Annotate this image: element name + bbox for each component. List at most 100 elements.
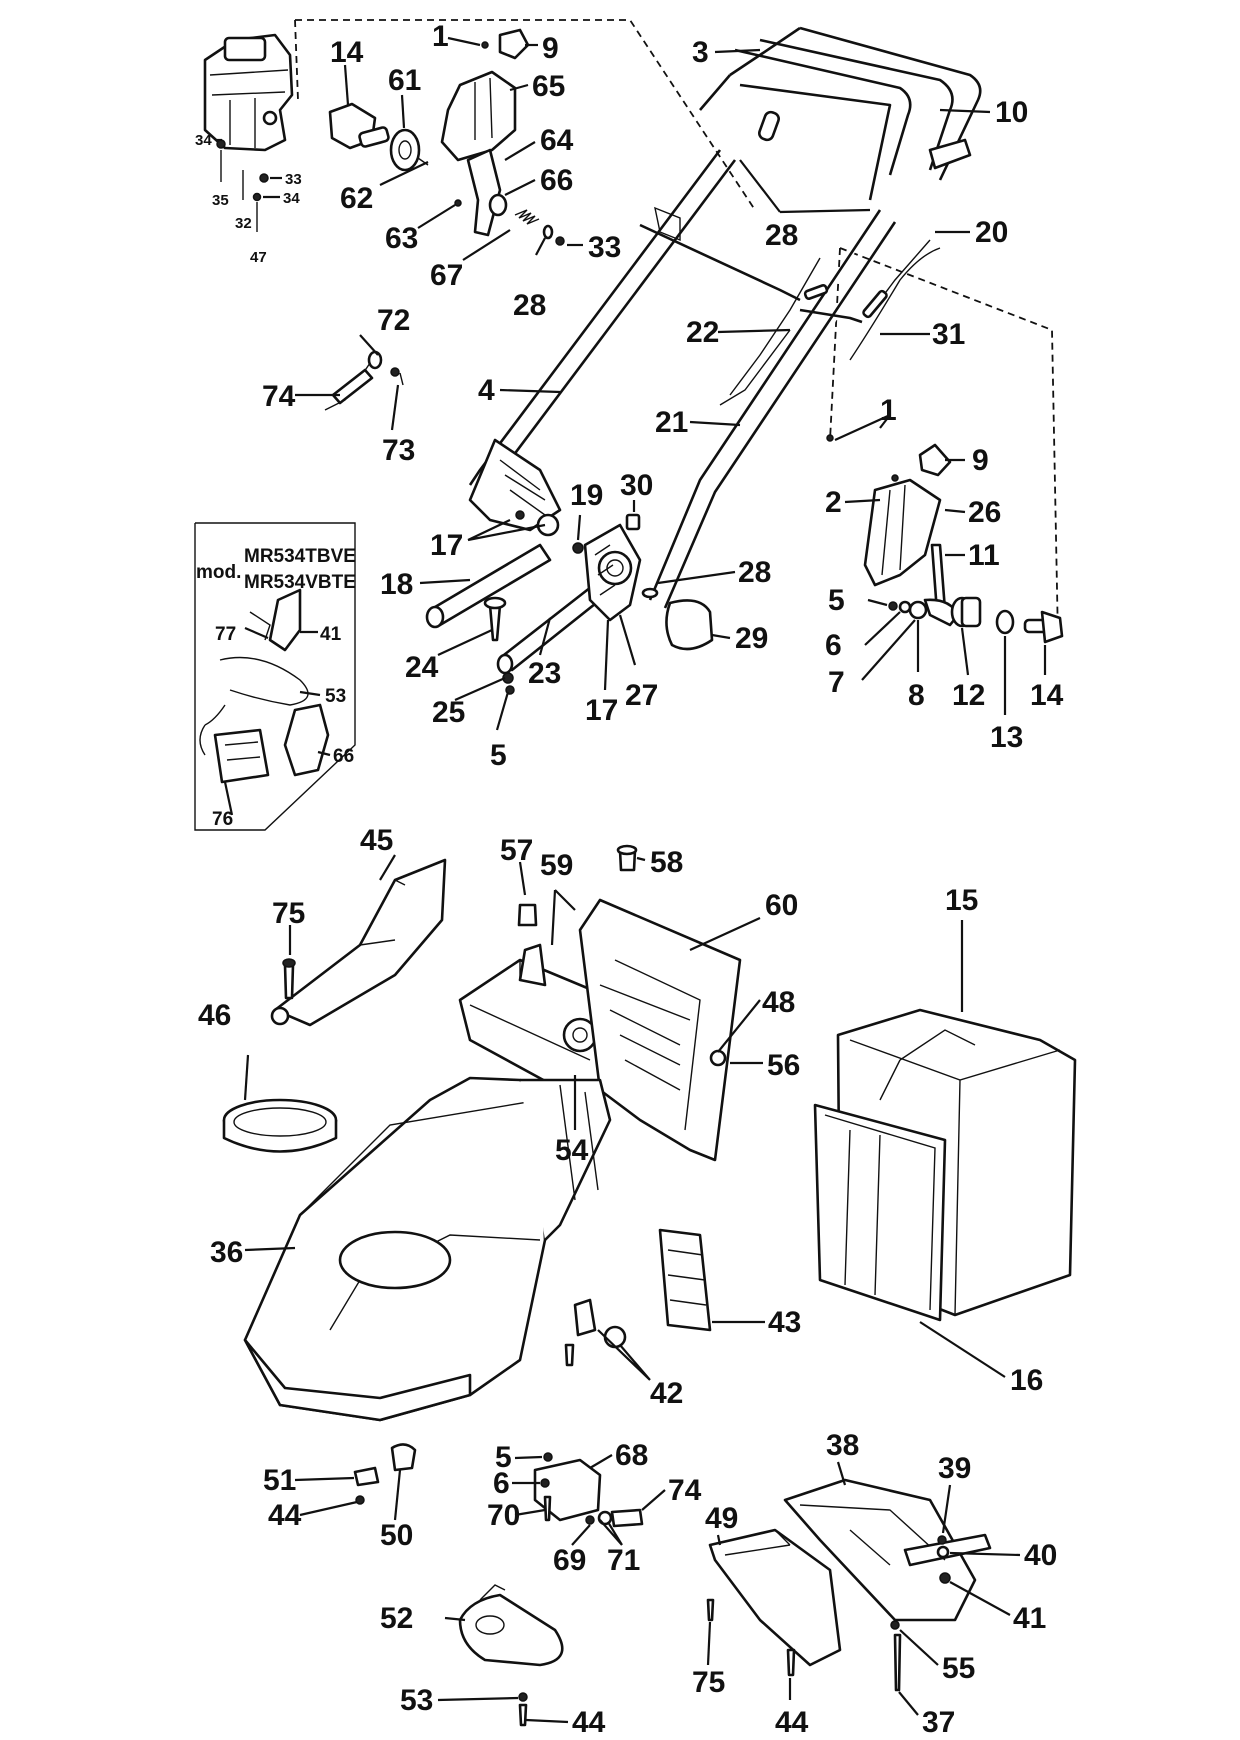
- part-label: 38: [826, 1429, 859, 1462]
- part-label: 33: [285, 171, 302, 188]
- part-label: 2: [825, 486, 842, 519]
- engine: [203, 33, 294, 152]
- misc-fasteners: [483, 542, 659, 695]
- part-label: 11: [968, 539, 1000, 572]
- part-label: 36: [210, 1236, 243, 1269]
- lower-left-bracket: [468, 438, 562, 537]
- part-label: 25: [432, 696, 465, 729]
- part-label: 61: [388, 64, 421, 97]
- inset-model-label: mod. MR534TBVE MR534VBTE: [196, 546, 356, 593]
- part-label: 23: [528, 657, 561, 690]
- part-label: 63: [385, 222, 418, 255]
- part-58-bolt: [616, 844, 638, 872]
- part-14-upper: [328, 102, 390, 150]
- inset-parts: [199, 588, 330, 784]
- part-label: 40: [1024, 1539, 1057, 1572]
- part-45-chute: [270, 858, 447, 1027]
- part-label: 24: [405, 651, 439, 684]
- part-label: 49: [705, 1502, 738, 1535]
- part-label: 5: [490, 739, 507, 772]
- part-label: 17: [430, 529, 463, 562]
- part-label: 48: [762, 986, 795, 1019]
- part-label: 34: [283, 190, 300, 207]
- part-51-clip: [353, 1466, 380, 1505]
- part-label: 31: [932, 318, 965, 351]
- part-label: 13: [990, 721, 1023, 754]
- inset-model-2: MR534VBTE: [244, 572, 356, 593]
- part-label: 34: [195, 132, 212, 149]
- part-label: 53: [400, 1684, 433, 1717]
- part-29-pad: [665, 599, 714, 651]
- cables: [719, 239, 941, 406]
- part-label: 35: [212, 192, 229, 209]
- part-26-lever-housing: [863, 478, 942, 587]
- part-label: 55: [942, 1652, 975, 1685]
- lower-right-bracket: [583, 523, 642, 622]
- inset-model-1: MR534TBVE: [244, 546, 356, 567]
- part-label: 67: [430, 259, 463, 292]
- part-68-bracket: [533, 1458, 602, 1522]
- part-65-lever-housing: [440, 70, 517, 237]
- part-61-wheel: [389, 128, 421, 172]
- part-label: 12: [952, 679, 985, 712]
- part-18-tube: [425, 543, 552, 629]
- part-label: 26: [968, 496, 1001, 529]
- part-57-nut: [517, 903, 538, 927]
- part-67-spring: [514, 209, 565, 246]
- part-label: 44: [268, 1499, 302, 1532]
- part-label: 56: [767, 1049, 800, 1082]
- part-label: 43: [768, 1306, 801, 1339]
- part-50-cap: [390, 1443, 417, 1472]
- part-label: 72: [377, 304, 410, 337]
- small-screws-right: [706, 1535, 951, 1692]
- part-label: 66: [333, 746, 354, 767]
- part-label: 6: [493, 1467, 510, 1500]
- part-label: 19: [570, 479, 603, 512]
- part-label: 5: [495, 1441, 512, 1474]
- part-label: 20: [975, 216, 1008, 249]
- part-label: 42: [650, 1377, 683, 1410]
- part-label: 75: [272, 897, 305, 930]
- part-60-flap: [578, 898, 742, 1162]
- part-label: 21: [655, 406, 688, 439]
- part-label: 22: [686, 316, 719, 349]
- part-74-cable-end: [324, 350, 404, 411]
- part-52-guard: [458, 1584, 564, 1667]
- part-label: 44: [572, 1706, 606, 1739]
- part-49-deflector: [708, 1528, 842, 1667]
- part-label: 33: [588, 231, 621, 264]
- part-label: 53: [325, 686, 346, 707]
- part-label: 62: [340, 182, 373, 215]
- part-label: 54: [555, 1134, 589, 1167]
- part-label: 51: [263, 1464, 296, 1497]
- part-label: 52: [380, 1602, 413, 1635]
- part-label: 16: [1010, 1364, 1043, 1397]
- part-label: 45: [360, 824, 393, 857]
- part-9-knob-upper: [481, 28, 530, 60]
- part-label: 76: [212, 809, 233, 830]
- part-label: 77: [215, 624, 236, 645]
- part-label: 59: [540, 849, 573, 882]
- part-label: 29: [735, 622, 768, 655]
- part-label: 58: [650, 846, 683, 879]
- part-label: 14: [330, 36, 364, 69]
- part-label: 57: [500, 834, 533, 867]
- part-label: 28: [513, 289, 546, 322]
- part-label: 41: [1013, 1602, 1046, 1635]
- part-12-bushing: [950, 596, 982, 628]
- part-label: 41: [320, 624, 342, 645]
- part-label: 27: [625, 679, 658, 712]
- part-label: 9: [542, 32, 559, 65]
- part-23-tube: [496, 578, 612, 675]
- part-label: 14: [1030, 679, 1064, 712]
- part-label: 47: [250, 249, 267, 266]
- part-43-plate: [658, 1228, 712, 1332]
- part-label: 39: [938, 1452, 971, 1485]
- part-label: 1: [880, 394, 897, 427]
- part-label: 65: [532, 70, 565, 103]
- part-label: 74: [262, 380, 296, 413]
- part-label: 9: [972, 444, 989, 477]
- inset-prefix: mod.: [196, 562, 241, 583]
- part-14-lower: [1023, 610, 1064, 644]
